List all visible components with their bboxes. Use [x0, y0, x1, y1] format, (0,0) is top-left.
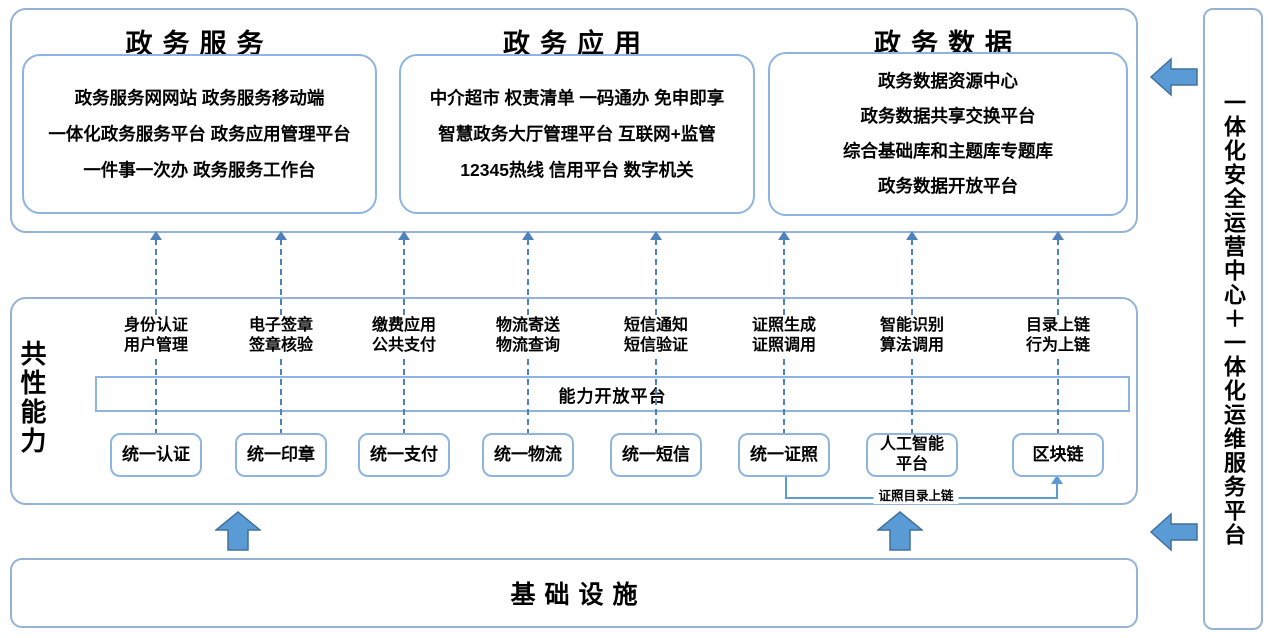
capability-label-payment: 缴费应用 公共支付	[368, 315, 440, 356]
gov-data-line: 政务数据共享交换平台	[860, 106, 1036, 126]
capability-label-ai: 智能识别 算法调用	[876, 315, 948, 356]
right-side-bar-label: 一体化安全运营中心＋一体化运维服务平台	[1221, 91, 1246, 547]
unified-auth-box: 统一认证	[110, 433, 202, 477]
arrow-up-icon	[398, 231, 410, 240]
gov-data-box: 政务数据资源中心 政务数据共享交换平台 综合基础库和主题库专题库 政务数据开放平…	[768, 52, 1128, 216]
left-block-arrow-icon	[1150, 57, 1198, 97]
chain-connector-line	[1056, 483, 1058, 499]
unified-license-box: 统一证照	[738, 433, 830, 477]
unified-payment-box: 统一支付	[358, 433, 450, 477]
gov-services-line: 一件事一次办 政务服务工作台	[83, 160, 316, 180]
infrastructure-label: 基础设施	[510, 581, 647, 609]
gov-applications-line: 12345热线 信用平台 数字机关	[460, 160, 694, 180]
gov-data-line: 综合基础库和主题库专题库	[843, 141, 1053, 161]
gov-applications-line: 智慧政务大厅管理平台 互联网+监管	[438, 124, 716, 144]
chain-connector-line	[785, 477, 787, 499]
arrow-up-icon	[650, 231, 662, 240]
arrow-up-icon	[150, 231, 162, 240]
gov-data-line: 政务数据资源中心	[878, 71, 1018, 91]
capability-label-signature: 电子签章 签章核验	[245, 315, 317, 356]
open-platform-band: 能力开放平台	[95, 376, 1130, 412]
capability-label-license: 证照生成 证照调用	[748, 315, 820, 356]
unified-seal-box: 统一印章	[235, 433, 327, 477]
blockchain-box: 区块链	[1012, 433, 1104, 477]
gov-data-line: 政务数据开放平台	[878, 176, 1018, 196]
gov-applications-line: 中介超市 权责清单 一码通办 免申即享	[429, 88, 725, 108]
up-block-arrow-icon	[215, 511, 261, 551]
capability-label-logistics: 物流寄送 物流查询	[492, 315, 564, 356]
top-sections-container: 政务服务 政务服务网网站 政务服务移动端 一体化政务服务平台 政务应用管理平台 …	[10, 8, 1138, 233]
arrow-up-icon	[275, 231, 287, 240]
right-side-bar: 一体化安全运营中心＋一体化运维服务平台	[1203, 8, 1263, 630]
arrow-up-icon	[906, 231, 918, 240]
arrow-up-icon	[1052, 231, 1064, 240]
unified-logistics-box: 统一物流	[482, 433, 574, 477]
gov-services-line: 政务服务网网站 政务服务移动端	[74, 88, 325, 108]
arrow-up-icon	[522, 231, 534, 240]
capability-label-blockchain: 目录上链 行为上链	[1022, 315, 1094, 356]
arrow-up-icon	[778, 231, 790, 240]
left-block-arrow-icon	[1150, 512, 1198, 552]
capability-side-label: 共性能力	[17, 340, 47, 456]
open-platform-label: 能力开放平台	[558, 386, 667, 406]
gov-services-line: 一体化政务服务平台 政务应用管理平台	[48, 124, 351, 144]
arrow-up-icon	[1051, 475, 1063, 484]
gov-services-box: 政务服务网网站 政务服务移动端 一体化政务服务平台 政务应用管理平台 一件事一次…	[22, 54, 377, 214]
capability-label-sms: 短信通知 短信验证	[620, 315, 692, 356]
unified-sms-box: 统一短信	[610, 433, 702, 477]
chain-connector-label: 证照目录上链	[873, 485, 959, 504]
gov-applications-box: 中介超市 权责清单 一码通办 免申即享 智慧政务大厅管理平台 互联网+监管 12…	[399, 54, 755, 214]
ai-platform-box: 人工智能 平台	[866, 433, 958, 477]
up-block-arrow-icon	[877, 511, 923, 551]
capability-label-identity: 身份认证 用户管理	[120, 315, 192, 356]
infrastructure-box: 基础设施	[10, 558, 1138, 628]
